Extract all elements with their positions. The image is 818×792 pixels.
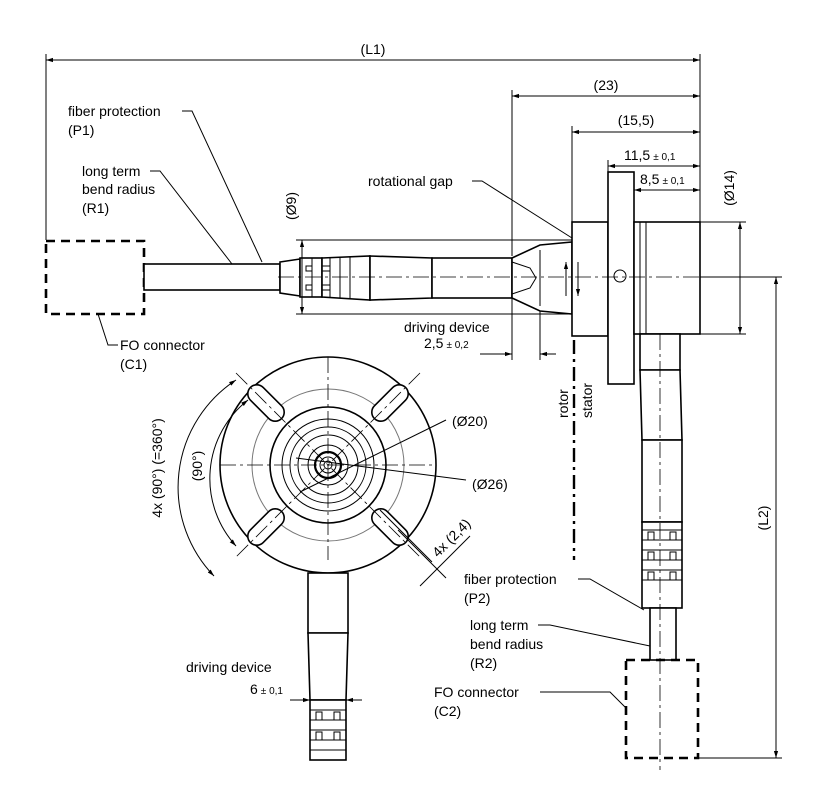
label-c1: (C1) — [120, 356, 147, 372]
angle-90: (90°) — [189, 451, 205, 482]
label-fo-connector-c2: FO connector — [434, 684, 519, 700]
dim-l1: (L1) — [361, 41, 386, 57]
dim-d26: (Ø26) — [472, 476, 508, 492]
dim-d14: (Ø14) — [721, 170, 737, 206]
fo-connector-c1-box — [44, 239, 146, 316]
label-fiber-protection-p1: fiber protection — [68, 103, 161, 119]
tail-tube — [369, 255, 433, 301]
housing — [633, 221, 701, 335]
label-p2: (P2) — [464, 590, 490, 606]
dim-4x-2-4: 4x (2,4) — [429, 515, 474, 560]
label-stator: stator — [579, 383, 595, 418]
labels: fiber protection (P1) long term bend rad… — [68, 103, 651, 719]
dim-23: (23) — [594, 77, 619, 93]
label-fiber-protection-p2: fiber protection — [464, 571, 557, 587]
dim-l2: (L2) — [755, 506, 771, 531]
angle-4x90: 4x (90°) (=360°) — [149, 418, 165, 518]
label-p1: (P1) — [68, 122, 94, 138]
driving-device-cone — [511, 241, 573, 315]
dimensions-top: (L1) (23) (15,5) 11,5± 0,1 8,5± 0,1 (Ø14… — [45, 41, 782, 759]
label-fo-connector-c1: FO connector — [120, 337, 205, 353]
label-r2: (R2) — [470, 655, 497, 671]
rotor-disc — [571, 221, 609, 337]
label-c2: (C2) — [434, 703, 461, 719]
dim-6: 6± 0,1 — [250, 681, 283, 697]
dim-11-5: 11,5± 0,1 — [624, 147, 676, 163]
fo-connector-c2-box — [624, 658, 700, 760]
fiber-protection-p2-boot — [641, 521, 683, 609]
dim-d20: (Ø20) — [452, 413, 488, 429]
stator-flange — [607, 171, 635, 385]
label-bend-radius-r1-2: bend radius — [82, 181, 155, 197]
label-driving-device-top: driving device — [404, 319, 490, 335]
label-bend-radius-r2-1: long term — [470, 617, 528, 633]
cable-c1 — [143, 263, 281, 291]
dim-d9: (Ø9) — [283, 192, 299, 220]
driving-device-shaft — [431, 257, 513, 299]
fiber-protection-p1-boot — [279, 255, 371, 301]
label-bend-radius-r2-2: bend radius — [470, 636, 543, 652]
side-view — [44, 171, 780, 770]
cable-c2 — [649, 607, 677, 661]
front-output-cable — [307, 572, 349, 634]
dim-15-5: (15,5) — [618, 112, 655, 128]
label-rotor: rotor — [555, 389, 571, 418]
label-driving-device-bottom: driving device — [186, 659, 272, 675]
dim-8-5: 8,5± 0,1 — [640, 171, 685, 187]
label-bend-radius-r1-1: long term — [82, 163, 140, 179]
label-r1: (R1) — [82, 200, 109, 216]
label-rotational-gap: rotational gap — [368, 173, 453, 189]
dim-2-5: 2,5± 0,2 — [424, 335, 469, 351]
